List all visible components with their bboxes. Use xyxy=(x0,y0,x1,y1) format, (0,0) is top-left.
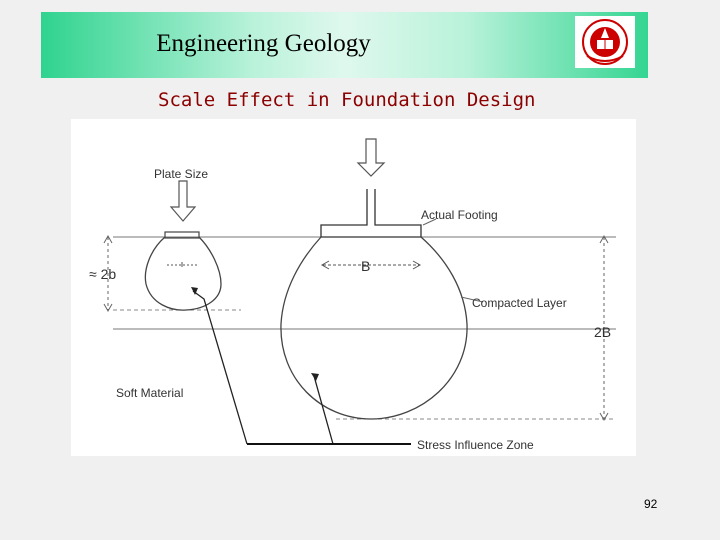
b-width-label: B xyxy=(361,258,370,274)
two-B-arrow-top xyxy=(599,234,609,244)
compacted-layer-leader xyxy=(460,296,484,303)
plate-size-label: Plate Size xyxy=(154,167,208,181)
slide-title: Engineering Geology xyxy=(156,30,371,57)
b-arrow-right xyxy=(412,260,422,270)
test-plate xyxy=(164,231,200,239)
actual-footing-leader xyxy=(422,218,437,226)
slide-subtitle: Scale Effect in Foundation Design xyxy=(158,89,536,111)
plate-load-arrow xyxy=(169,180,197,222)
actual-footing-label: Actual Footing xyxy=(421,208,498,222)
small-stress-bulb xyxy=(144,236,222,311)
diagram-svg: Plate Size Actual Footing ≈ 2b B Compact… xyxy=(89,138,616,452)
large-bulb-leader xyxy=(313,375,334,445)
actual-footing xyxy=(320,189,422,238)
two-B-label: 2B xyxy=(594,324,611,340)
two-b-label: ≈ 2b xyxy=(89,266,116,282)
university-logo xyxy=(575,16,635,68)
slide-header: Engineering Geology xyxy=(41,12,648,78)
b-arrow-left xyxy=(320,260,330,270)
stress-influence-zone-label: Stress Influence Zone xyxy=(417,438,534,452)
soft-material-label: Soft Material xyxy=(116,386,183,400)
footing-load-arrow xyxy=(356,138,386,177)
two-B-arrow-bottom xyxy=(599,412,609,422)
compacted-layer-label: Compacted Layer xyxy=(472,296,567,310)
two-b-arrow-bottom xyxy=(103,303,113,313)
scale-effect-diagram: Plate Size Actual Footing ≈ 2b B Compact… xyxy=(71,119,636,456)
small-bulb-leader-arrow xyxy=(191,287,198,295)
large-bulb-leader-arrow xyxy=(311,373,319,381)
small-bulb-leader xyxy=(192,290,248,445)
two-b-arrow-top xyxy=(103,234,113,244)
page-number: 92 xyxy=(644,497,658,511)
large-stress-bulb xyxy=(280,236,468,420)
